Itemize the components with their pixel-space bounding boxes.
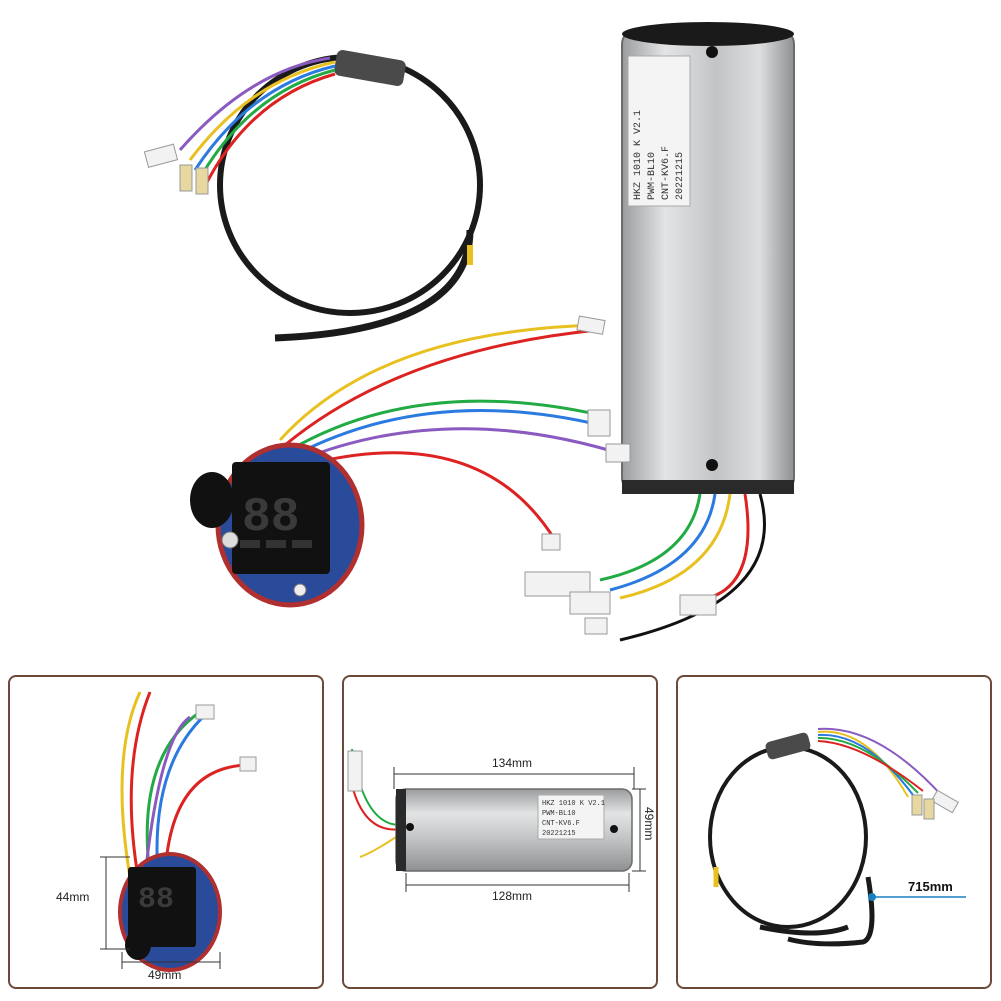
controller-label-line-4: 20221215 [675, 152, 686, 200]
controller-label-small-3: CNT-KV6.F [542, 820, 580, 828]
controller-photo: HKZ 1010 K V2.1 PWM-BL10 CNT-KV6.F 20221… [347, 748, 646, 892]
controller-label-small-2: PWM-BL10 [542, 810, 576, 818]
dashboard-dimension-panel: 88 44mm 49mm [8, 675, 324, 989]
controller-unit: HKZ 1010 K V2.1 PWM-BL10 CNT-KV6.F 20221… [524, 22, 795, 642]
controller-label-line-1: HKZ 1010 K V2.1 [633, 110, 644, 200]
cable-photo [708, 727, 966, 947]
controller-dimension-panel: HKZ 1010 K V2.1 PWM-BL10 CNT-KV6.F 20221… [342, 675, 658, 989]
cable-length-label: 715mm [908, 879, 953, 894]
controller-top-length-label: 134mm [492, 756, 533, 770]
dashboard-photo: 88 [100, 691, 257, 972]
dashboard-height-label: 44mm [56, 890, 90, 904]
controller-label-line-2: PWM-BL10 [647, 152, 658, 200]
controller-label-line-3: CNT-KV6.F [661, 146, 672, 200]
controller-label-small-4: 20221215 [542, 830, 576, 838]
dashboard-digits: 88 [242, 491, 300, 545]
product-main-photo: HKZ 1010 K V2.1 PWM-BL10 CNT-KV6.F 20221… [143, 22, 795, 642]
dashboard-width-label: 49mm [148, 968, 182, 982]
controller-bottom-length-label: 128mm [492, 889, 533, 903]
dashboard-board: 88 [190, 315, 631, 608]
controller-label-small-1: HKZ 1010 K V2.1 [542, 800, 605, 808]
dashboard-digits-small: 88 [138, 883, 174, 917]
cable-loop [143, 50, 483, 342]
controller-diameter-label: 49mm [642, 807, 656, 841]
cable-dimension-panel: 715mm [676, 675, 992, 989]
